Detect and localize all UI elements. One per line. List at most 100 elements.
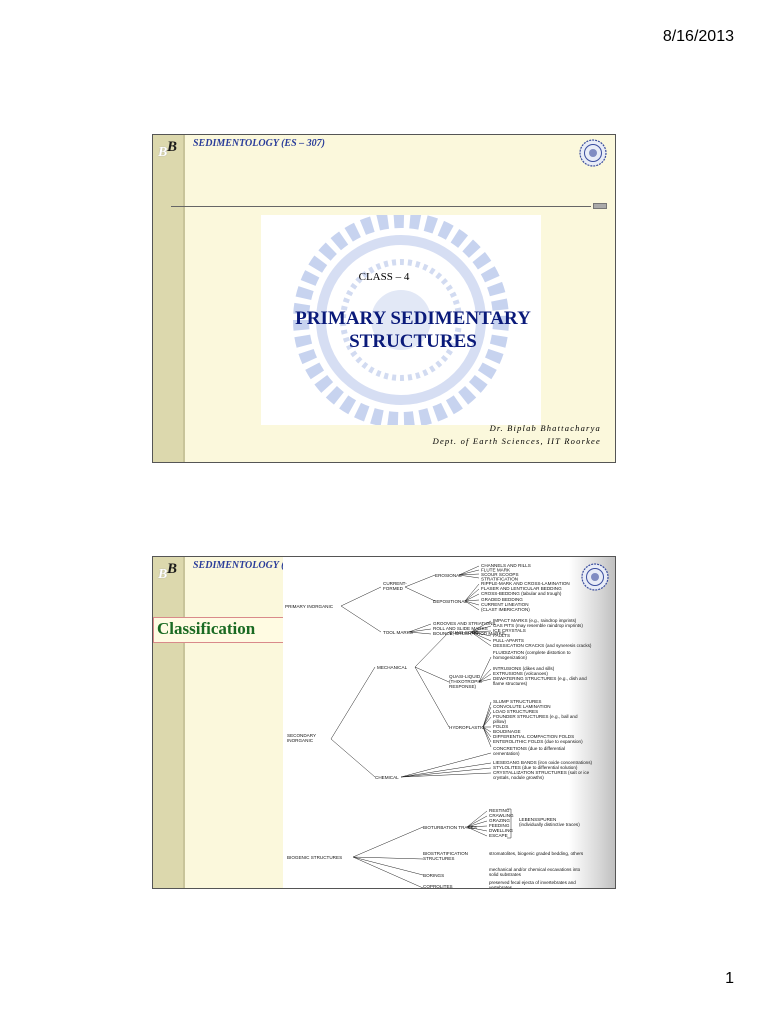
leaf-quasi-solid: IMPACT MARKS (e.g., raindrop imprints)	[493, 618, 577, 623]
iit-roorkee-emblem-icon	[579, 139, 607, 167]
slide-title: PRIMARY SEDIMENTARY STRUCTURES	[213, 307, 613, 353]
page-date: 8/16/2013	[662, 28, 734, 45]
leaf-hydroplastic: pillow)	[493, 719, 506, 724]
node-quasi-liquid-1: QUASI-LIQUID	[449, 674, 481, 679]
leaf-chemical: CONCRETIONS (due to differential	[493, 746, 565, 751]
sidebar-stripe	[183, 557, 185, 888]
slide-2: B B SEDIMENTOLOGY (ES – 307) Classificat…	[152, 556, 616, 889]
leaf-depositional: GRADED BEDDING	[481, 597, 523, 602]
slide-sidebar	[153, 557, 183, 888]
bb-logo: B B	[158, 139, 186, 161]
logo-letter-front: B	[167, 139, 178, 155]
node-primary-inorganic: PRIMARY INORGANIC	[285, 604, 334, 609]
leaf-bioturbation: CRAWLING	[489, 813, 514, 818]
logo-letter-back: B	[158, 567, 168, 582]
leaf-chemical: LIESEGANG BANDS (iron oxide concentratio…	[493, 760, 593, 765]
leaf-hydroplastic: LOAD STRUCTURES	[493, 709, 538, 714]
note-borings-2: solid substrates	[489, 872, 522, 877]
node-coprolites: COPROLITES	[423, 884, 453, 889]
node-biogenic-structures: BIOGENIC STRUCTURES	[287, 855, 342, 860]
classification-heading-box: Classification	[153, 617, 291, 643]
note-coprolites-1: preserved fecal ejecta of invertebrates …	[489, 880, 576, 885]
leaf-bioturbation: RESTING	[489, 808, 510, 813]
author-block: Dr. Biplab Bhattacharya Dept. of Earth S…	[433, 422, 601, 448]
leaf-erosional: SCOUR SCOOPS	[481, 572, 519, 577]
note-coprolites-2: vertebrates	[489, 885, 513, 889]
node-current-formed-1: CURRENT-	[383, 581, 407, 586]
bb-logo: B B	[158, 561, 186, 583]
lebensspuren-label-2: (individually distinctive traces)	[519, 822, 580, 827]
leaf-chemical: crystals, nodule growths)	[493, 775, 544, 780]
node-bioturbation-traces: BIOTURBATION TRACES	[423, 825, 477, 830]
node-hydroplastic: HYDROPLASTIC	[449, 725, 485, 730]
leaf-depositional: CROSS-BEDDING (tabular and trough)	[481, 591, 562, 596]
node-mechanical: MECHANICAL	[377, 665, 408, 670]
leaf-quasi-liquid: homogenization)	[493, 655, 527, 660]
leaf-quasi-solid: PULL-APARTS	[493, 638, 524, 643]
node-erosional: EROSIONAL	[435, 573, 462, 578]
leaf-quasi-liquid: INTRUSIONS (dikes and sills)	[493, 666, 555, 671]
leaf-bioturbation: FEEDING	[489, 823, 510, 828]
course-title: SEDIMENTOLOGY (ES – 307)	[193, 560, 325, 571]
leaf-depositional: FLASER AND LENTICULAR BEDDING	[481, 586, 562, 591]
leaf-chemical: CRYSTALLIZATION STRUCTURES (salt or ice	[493, 770, 590, 775]
leaf-hydroplastic: FOUNDER STRUCTURES (e.g., ball and	[493, 714, 578, 719]
leaf-bioturbation: DWELLING	[489, 828, 513, 833]
leaf-depositional: RIPPLE-MARK AND CROSS-LAMINATION	[481, 581, 570, 586]
leaf-tool-marks: ROLL AND SLIDE MARKS	[433, 626, 488, 631]
logo-letter-back: B	[158, 145, 168, 160]
node-biostratification-2: STRUCTURES	[423, 856, 454, 861]
note-biostratification: stromatolites, biogenic graded bedding, …	[489, 851, 584, 856]
classification-tree-diagram: PRIMARY INORGANIC CURRENT- FORMED EROSIO…	[285, 563, 593, 889]
page-number: 1	[725, 970, 734, 987]
institute-seal-watermark-icon	[261, 215, 541, 425]
node-depositional: DEPOSITIONAL	[433, 599, 467, 604]
leaf-quasi-liquid: FLUIDIZATION (complete distortion to	[493, 650, 571, 655]
leaf-chemical: cementation)	[493, 751, 520, 756]
logo-letter-front: B	[167, 561, 178, 577]
leaf-quasi-liquid: flame structures)	[493, 681, 528, 686]
slide-sidebar	[153, 135, 183, 462]
leaf-tool-marks: BOUNCE, BRUSH, PROD MARKS	[433, 631, 505, 636]
leaf-quasi-solid: ICE CRYSTALS	[493, 628, 526, 633]
node-quasi-solid: QUASI-SOLID	[449, 630, 479, 635]
leaf-erosional: STRATIFICATION	[481, 577, 518, 582]
header-rule-tab	[593, 203, 607, 209]
node-tool-marks: TOOL MARKS	[383, 630, 413, 635]
leaf-tool-marks: GROOVES AND STRIATIONS	[433, 621, 495, 626]
slide-title-line-1: PRIMARY SEDIMENTARY	[295, 308, 531, 329]
node-secondary-inorganic-2: INORGANIC	[287, 738, 314, 743]
leaf-quasi-liquid: EXTRUSIONS (volcanoes)	[493, 671, 548, 676]
sidebar-stripe	[183, 135, 185, 462]
leaf-quasi-solid: DESSICATION CRACKS (and syneresis cracks…	[493, 643, 592, 648]
class-number: CLASS – 4	[358, 271, 410, 283]
leaf-depositional: CURRENT LINEATION	[481, 602, 529, 607]
classification-heading: Classification	[157, 619, 256, 638]
lebensspuren-label-1: LEBENSSPUREN	[519, 817, 556, 822]
leaf-quasi-solid: GAS PITS (may resemble raindrop imprints…	[493, 623, 583, 628]
leaf-hydroplastic: DIFFERENTIAL COMPACTION FOLDS	[493, 734, 574, 739]
author-department: Dept. of Earth Sciences, IIT Roorkee	[432, 436, 601, 446]
node-current-formed-2: FORMED	[383, 586, 404, 591]
leaf-chemical: STYLOLITES (due to differential solution…	[493, 765, 578, 770]
leaf-bioturbation: GRAZING	[489, 818, 510, 823]
node-biostratification-1: BIOSTRATIFICATION	[423, 851, 468, 856]
course-title: SEDIMENTOLOGY (ES – 307)	[193, 138, 325, 149]
node-chemical: CHEMICAL	[375, 775, 399, 780]
leaf-hydroplastic: SLUMP STRUCTURES	[493, 699, 541, 704]
leaf-erosional: FLUTE MARK	[481, 568, 511, 573]
header-rule	[171, 206, 591, 207]
node-quasi-liquid-2: (THIXOTROPIC	[449, 679, 483, 684]
iit-roorkee-emblem-icon	[581, 563, 609, 591]
slide-title-line-2: STRUCTURES	[349, 331, 477, 352]
slide-1: B B SEDIMENTOLOGY (ES – 307) CLASS – 4 P…	[152, 134, 616, 463]
leaf-hydroplastic: BOUDINAGE	[493, 729, 521, 734]
leaf-hydroplastic: CONVOLUTE LAMINATION	[493, 704, 551, 709]
author-name: Dr. Biplab Bhattacharya	[489, 423, 601, 433]
leaf-hydroplastic: FOLDS	[493, 724, 508, 729]
leaf-erosional: CHANNELS AND RILLS	[481, 563, 531, 568]
leaf-quasi-solid: FAULTS	[493, 633, 510, 638]
leaf-quasi-liquid: DEWATERING STRUCTURES (e.g., dish and	[493, 676, 587, 681]
node-quasi-liquid-3: RESPONSE)	[449, 684, 477, 689]
scan-page-edge	[569, 557, 615, 888]
